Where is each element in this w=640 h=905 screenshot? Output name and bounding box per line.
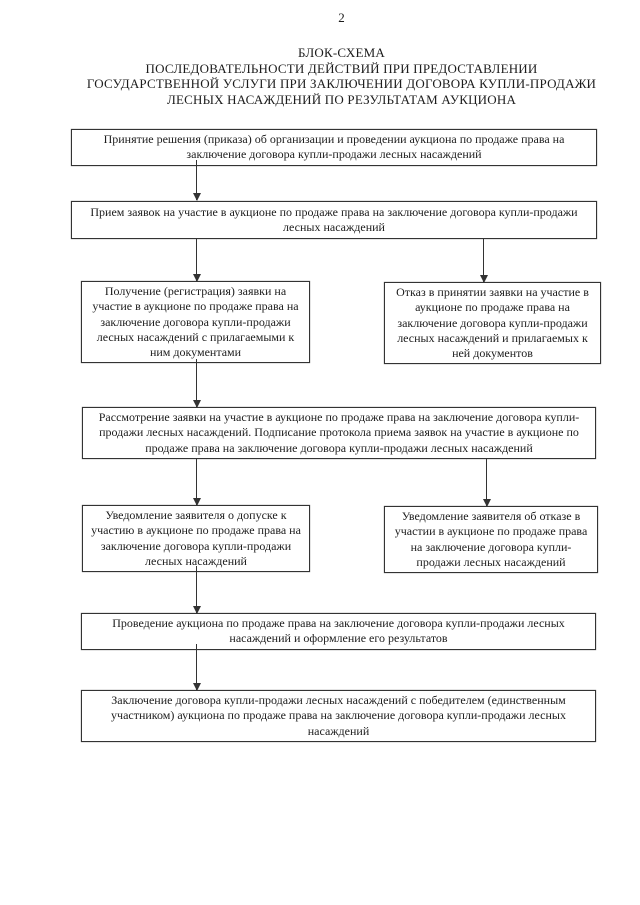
- flow-node-conclude-contract: Заключение договора купли-продажи лесных…: [81, 690, 596, 742]
- title-line-2: ПОСЛЕДОВАТЕЛЬНОСТИ ДЕЙСТВИЙ ПРИ ПРЕДОСТА…: [145, 60, 538, 76]
- flow-node-notify-refusal: Уведомление заявителя об отказе в участи…: [384, 506, 598, 574]
- flow-node-register-application: Получение (регистрация) заявки на участи…: [81, 281, 310, 364]
- flow-node-notify-admission: Уведомление заявителя о допуске к участи…: [82, 505, 310, 573]
- diagram-title: БЛОК-СХЕМА ПОСЛЕДОВАТЕЛЬНОСТИ ДЕЙСТВИЙ П…: [0, 45, 640, 107]
- flow-arrow-n8-n9: [192, 644, 201, 691]
- flow-arrow-n3-n5: [192, 359, 201, 408]
- flow-node-decision-order: Принятие решения (приказа) об организаци…: [71, 129, 597, 166]
- flow-arrow-n6-n8: [192, 566, 201, 614]
- flow-arrow-n1-n2: [192, 160, 201, 201]
- title-line-1: БЛОК-СХЕМА: [298, 45, 385, 60]
- flow-node-accept-applications: Прием заявок на участие в аукционе по пр…: [71, 201, 597, 239]
- flow-node-reject-application: Отказ в принятии заявки на участие в аук…: [384, 282, 601, 365]
- flow-arrow-n2-n4: [479, 239, 488, 283]
- flow-arrow-n5-n6: [192, 459, 201, 506]
- flow-arrow-n5-n7: [482, 459, 491, 507]
- flow-node-conduct-auction: Проведение аукциона по продаже права на …: [81, 613, 596, 650]
- title-line-3: ГОСУДАРСТВЕННОЙ УСЛУГИ ПРИ ЗАКЛЮЧЕНИИ ДО…: [86, 76, 597, 91]
- title-line-4: ЛЕСНЫХ НАСАЖДЕНИЙ ПО РЕЗУЛЬТАТАМ АУКЦИОН…: [166, 91, 517, 107]
- page-number: 2: [338, 10, 345, 25]
- flow-arrow-n2-n3: [192, 239, 201, 282]
- flow-node-review-application: Рассмотрение заявки на участие в аукцион…: [82, 407, 596, 459]
